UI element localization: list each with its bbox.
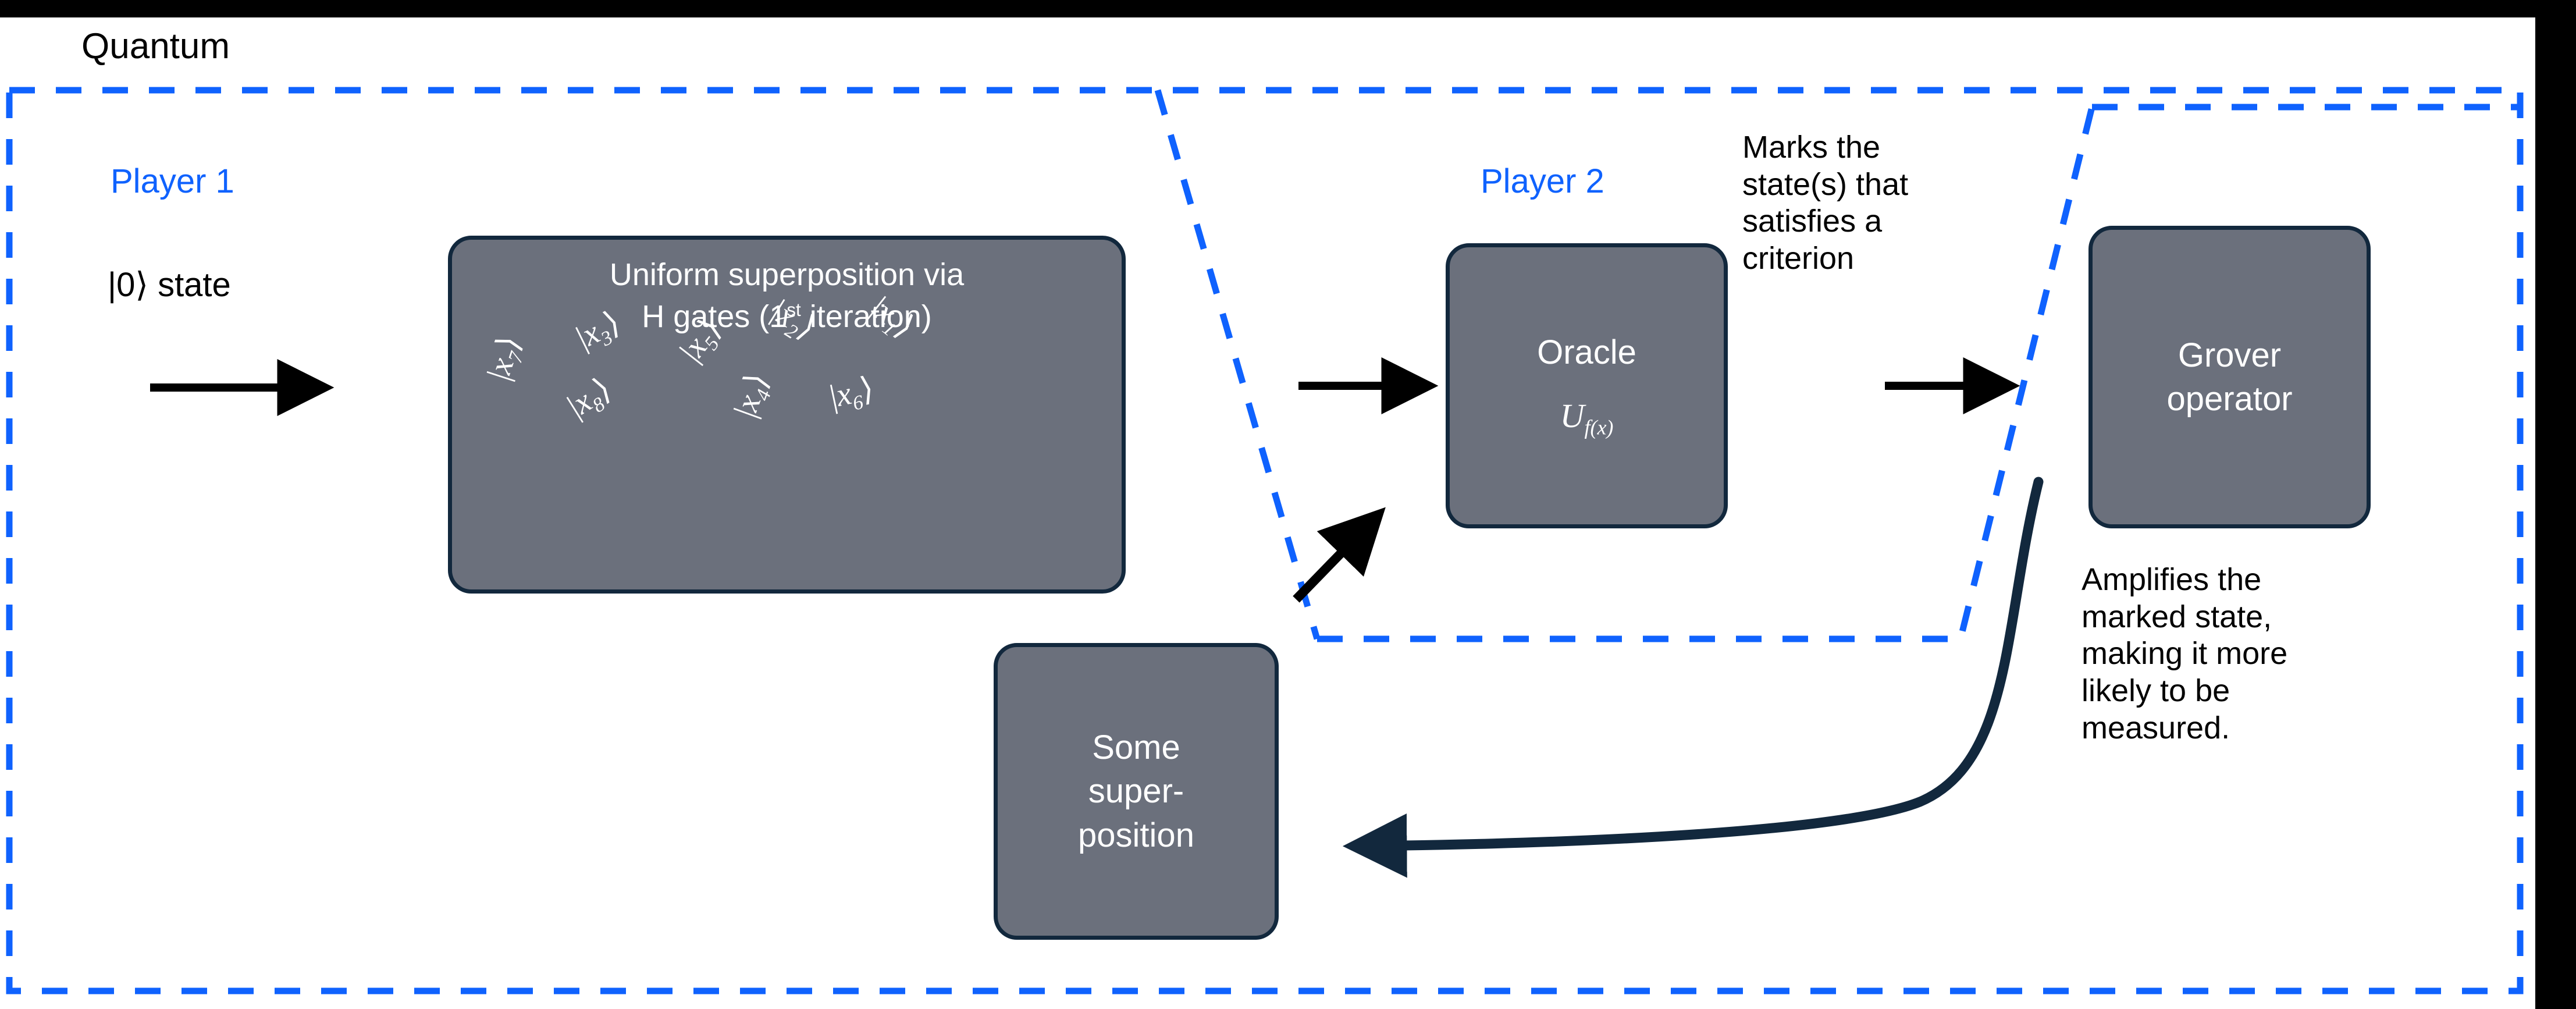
top-black-bar [0, 0, 2576, 17]
grover-annotation-line-5: measured. [2082, 710, 2230, 745]
ket-state-x3: |x3⟩ [570, 304, 626, 356]
ket-state-x8: |x8⟩ [561, 371, 618, 425]
region-label-player-2: Player 2 [1481, 162, 1604, 200]
grover-box-line-2: operator [2166, 380, 2293, 418]
oracle-annotation-line-2: state(s) that [1742, 166, 1909, 202]
oracle-annotation-line-1: Marks the [1742, 130, 1881, 165]
region-label-player-1: Player 1 [111, 162, 234, 200]
arrow-grover-feedback-curve [1342, 477, 2044, 878]
oracle-operator-symbol: U [1560, 397, 1585, 435]
oracle-annotation: Marks the state(s) that satisfies a crit… [1742, 129, 2016, 278]
grover-box-line-1: Grover [2177, 336, 2282, 374]
arrow-feedback-up-into-oracle [1293, 507, 1386, 603]
superposition-title-ordinal: st [787, 299, 801, 320]
diagram-page: Quantum Player 1 Player 2 |0⟩ state Unif… [0, 17, 2535, 1009]
oracle-annotation-line-3: satisfies a [1742, 204, 1883, 239]
ket-state-x7: |x7⟩ [480, 331, 528, 385]
grover-annotation-line-2: marked state, [2082, 599, 2272, 634]
grover-annotation-line-1: Amplifies the [2082, 562, 2262, 597]
right-black-bar [2535, 0, 2576, 1009]
oracle-annotation-line-4: criterion [1742, 241, 1855, 276]
some-superposition-line-1: Some [1092, 728, 1180, 766]
oracle-box-label: Oracle [1537, 333, 1636, 371]
some-superposition-box[interactable]: Some super- position [994, 643, 1279, 940]
some-superposition-line-3: position [1078, 816, 1194, 854]
ket-state-x6: |x6⟩ [826, 370, 877, 415]
grover-operator-box[interactable]: Grover operator [2088, 226, 2371, 528]
quantum-region-outline [6, 87, 2524, 994]
superposition-title-prefix: H gates (1 [642, 299, 787, 334]
superposition-title-line-1: Uniform superposition via [609, 257, 965, 292]
grover-annotation-line-4: likely to be [2082, 673, 2230, 709]
ket-state-x4: |x4⟩ [727, 368, 776, 422]
oracle-operator-subscript: f(x) [1584, 415, 1614, 439]
superposition-box-shell[interactable]: Uniform superposition via H gates (1st i… [448, 236, 1126, 594]
grover-annotation-line-3: making it more [2082, 636, 2288, 672]
page-title: Quantum [81, 26, 230, 66]
superposition-title-suffix: iteration) [800, 299, 932, 334]
diagram-overlay [6, 87, 2524, 994]
oracle-box[interactable]: Oracle Uf(x) [1446, 243, 1728, 528]
some-superposition-line-2: super- [1088, 772, 1184, 811]
input-state-label: |0⟩ state [108, 266, 231, 304]
grover-annotation: Amplifies the marked state, making it mo… [2082, 562, 2407, 747]
oracle-box-operator: Uf(x) [1560, 394, 1614, 441]
player1-region-outline [1154, 89, 1321, 640]
superposition-title-line-2: H gates (1st iteration) [642, 298, 932, 336]
